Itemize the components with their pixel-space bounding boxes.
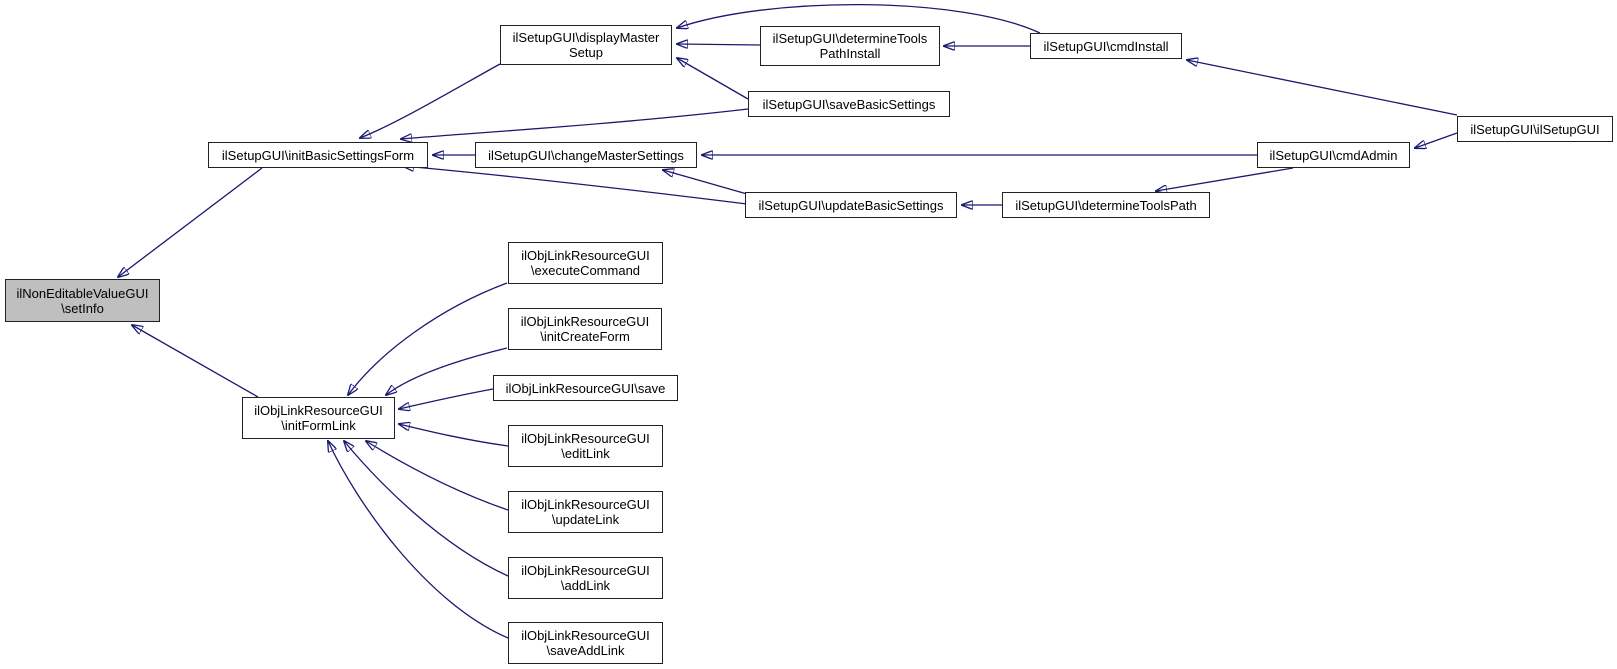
node-ilSetupGUI[interactable]: ilSetupGUI\ilSetupGUI bbox=[1457, 116, 1613, 142]
edge-save-initFormLink bbox=[399, 388, 494, 409]
edge-cmdAdmin-determineToolsPath bbox=[1156, 167, 1294, 191]
edge-executeCommand-initFormLink bbox=[348, 282, 508, 395]
edge-saveBasicSettings-initBasicSettingsForm bbox=[401, 108, 749, 139]
node-initBasicSettingsForm[interactable]: ilSetupGUI\initBasicSettingsForm bbox=[208, 142, 428, 168]
node-cmdAdmin[interactable]: ilSetupGUI\cmdAdmin bbox=[1257, 142, 1410, 168]
node-updateBasicSettings[interactable]: ilSetupGUI\updateBasicSettings bbox=[745, 192, 957, 218]
edge-ilSetupGUI-cmdAdmin bbox=[1415, 132, 1458, 148]
edge-initCreateForm-initFormLink bbox=[386, 347, 508, 395]
node-changeMasterSettings[interactable]: ilSetupGUI\changeMasterSettings bbox=[475, 142, 697, 168]
edge-addLink-initFormLink bbox=[344, 441, 509, 577]
edge-determineToolsPathInstall-displayMasterSetup bbox=[677, 44, 761, 45]
edge-saveBasicSettings-displayMasterSetup bbox=[677, 58, 749, 100]
node-displayMasterSetup[interactable]: ilSetupGUI\displayMaster Setup bbox=[500, 25, 672, 65]
edge-updateBasicSettings-changeMasterSettings bbox=[663, 170, 748, 195]
node-initFormLink[interactable]: ilObjLinkResourceGUI \initFormLink bbox=[242, 397, 395, 439]
node-save[interactable]: ilObjLinkResourceGUI\save bbox=[493, 375, 678, 401]
edge-displayMasterSetup-initBasicSettingsForm bbox=[360, 63, 501, 138]
node-editLink[interactable]: ilObjLinkResourceGUI \editLink bbox=[508, 425, 663, 467]
edge-cmdInstall-displayMasterSetup bbox=[677, 3, 1041, 34]
node-updateLink[interactable]: ilObjLinkResourceGUI \updateLink bbox=[508, 491, 663, 533]
node-initCreateForm[interactable]: ilObjLinkResourceGUI \initCreateForm bbox=[508, 308, 662, 350]
edge-saveAddLink-initFormLink bbox=[328, 441, 509, 639]
edge-initFormLink-setInfo bbox=[132, 325, 259, 398]
node-saveAddLink[interactable]: ilObjLinkResourceGUI \saveAddLink bbox=[508, 622, 663, 664]
edge-editLink-initFormLink bbox=[399, 424, 509, 447]
node-addLink[interactable]: ilObjLinkResourceGUI \addLink bbox=[508, 557, 663, 599]
node-setInfo: ilNonEditableValueGUI \setInfo bbox=[5, 279, 160, 322]
edge-updateBasicSettings-initBasicSettingsForm bbox=[403, 166, 748, 205]
node-determineToolsPath[interactable]: ilSetupGUI\determineToolsPath bbox=[1002, 192, 1210, 218]
node-saveBasicSettings[interactable]: ilSetupGUI\saveBasicSettings bbox=[748, 91, 950, 117]
edge-ilSetupGUI-cmdInstall bbox=[1187, 60, 1458, 116]
node-cmdInstall[interactable]: ilSetupGUI\cmdInstall bbox=[1030, 33, 1182, 59]
edge-initBasicSettingsForm-setInfo bbox=[118, 167, 263, 277]
node-determineToolsPathInstall[interactable]: ilSetupGUI\determineTools PathInstall bbox=[760, 26, 940, 66]
edge-updateLink-initFormLink bbox=[366, 441, 509, 511]
node-executeCommand[interactable]: ilObjLinkResourceGUI \executeCommand bbox=[508, 242, 663, 284]
